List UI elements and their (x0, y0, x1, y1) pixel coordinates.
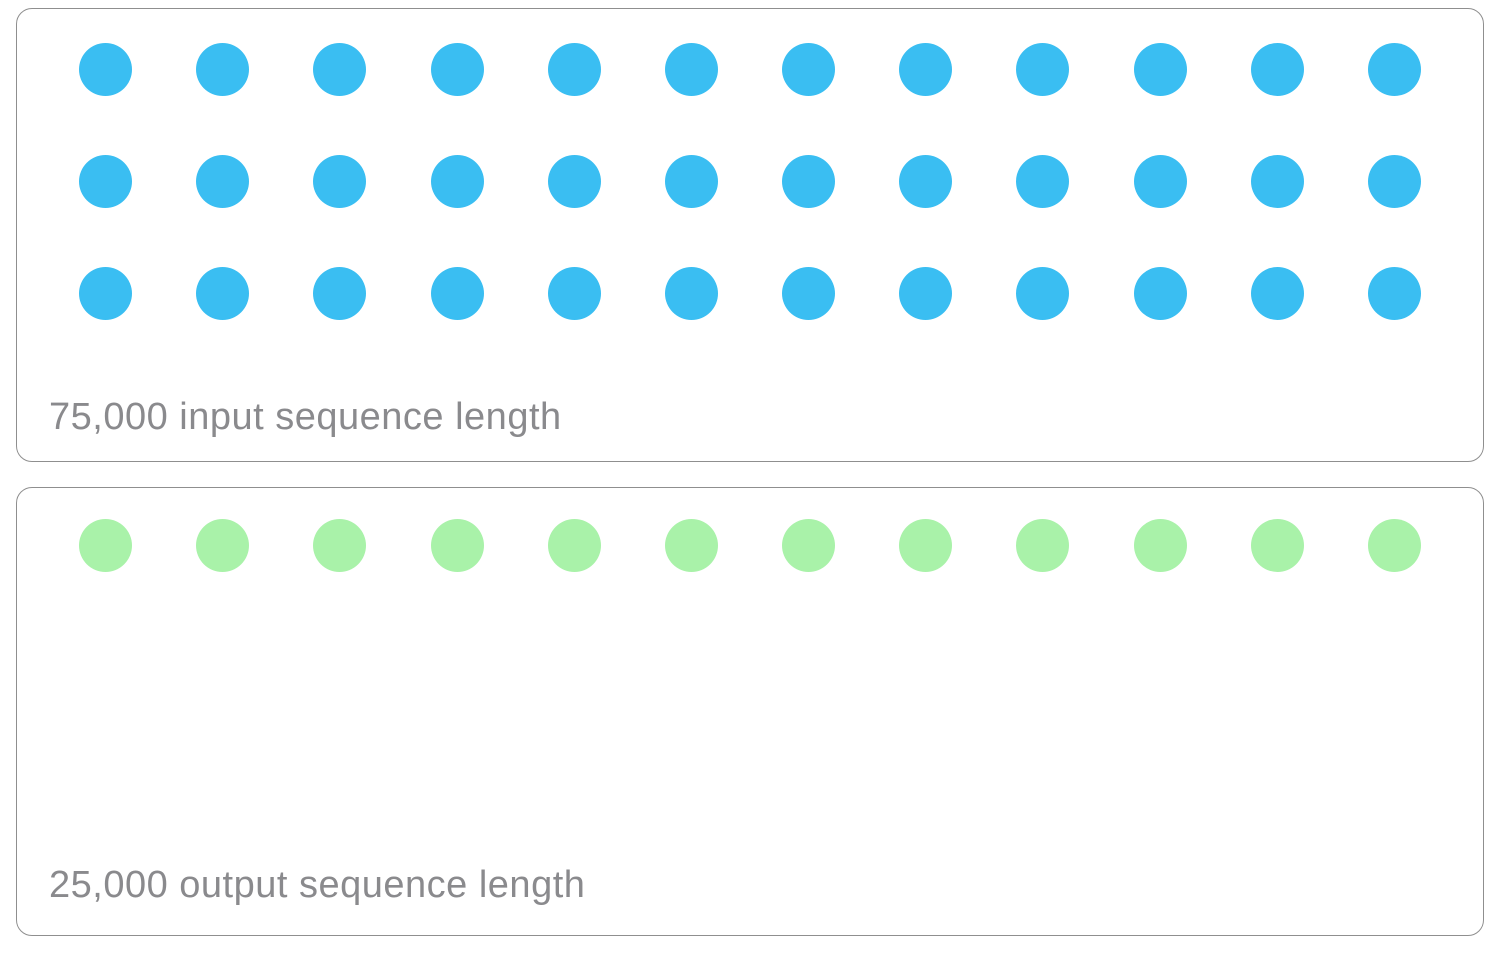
input-dot-row (17, 155, 1483, 208)
input-token-dot (1367, 43, 1421, 96)
input-token-dot (547, 267, 601, 320)
output-token-dot (1367, 519, 1421, 572)
output-token-dot (430, 519, 484, 572)
input-token-dot (79, 155, 132, 208)
input-token-dot (899, 267, 953, 320)
input-token-dot (430, 155, 484, 208)
output-token-dot (664, 519, 718, 572)
input-token-dot (664, 267, 718, 320)
input-token-dot (196, 267, 250, 320)
output-token-dot (1133, 519, 1187, 572)
input-token-dot (1133, 43, 1187, 96)
input-dot-row (17, 43, 1483, 96)
input-token-dot (1250, 267, 1304, 320)
input-token-dot (79, 43, 132, 96)
input-token-dot (547, 155, 601, 208)
input-token-dot (430, 43, 484, 96)
input-token-dot (1367, 155, 1421, 208)
input-token-dot (899, 155, 953, 208)
input-token-dot (782, 155, 836, 208)
input-token-dot (313, 155, 367, 208)
input-token-dot (1133, 267, 1187, 320)
input-token-dot (547, 43, 601, 96)
input-token-dot (313, 267, 367, 320)
input-token-dot (1016, 267, 1070, 320)
output-sequence-label: 25,000 output sequence length (49, 864, 586, 906)
input-token-dot (782, 43, 836, 96)
input-token-dot (1250, 155, 1304, 208)
input-dot-row (17, 267, 1483, 320)
output-token-dot (313, 519, 367, 572)
input-token-dot (1133, 155, 1187, 208)
input-sequence-label: 75,000 input sequence length (49, 396, 562, 438)
output-token-dot (1250, 519, 1304, 572)
output-token-dot (79, 519, 132, 572)
output-token-dot (547, 519, 601, 572)
input-token-dot (196, 43, 250, 96)
input-token-dot (1367, 267, 1421, 320)
output-token-dot (196, 519, 250, 572)
input-token-dot (196, 155, 250, 208)
input-token-dot (1250, 43, 1304, 96)
output-token-dots (17, 488, 1483, 572)
input-token-dot (782, 267, 836, 320)
output-token-dot (899, 519, 953, 572)
output-sequence-panel: 25,000 output sequence length (16, 487, 1484, 936)
input-token-dot (430, 267, 484, 320)
output-token-dot (1016, 519, 1070, 572)
input-token-dot (664, 155, 718, 208)
output-dot-row (17, 519, 1483, 572)
input-sequence-panel: 75,000 input sequence length (16, 8, 1484, 462)
input-token-dots (17, 9, 1483, 320)
input-token-dot (664, 43, 718, 96)
input-token-dot (313, 43, 367, 96)
input-token-dot (79, 267, 132, 320)
output-token-dot (782, 519, 836, 572)
input-token-dot (1016, 43, 1070, 96)
input-token-dot (899, 43, 953, 96)
input-token-dot (1016, 155, 1070, 208)
